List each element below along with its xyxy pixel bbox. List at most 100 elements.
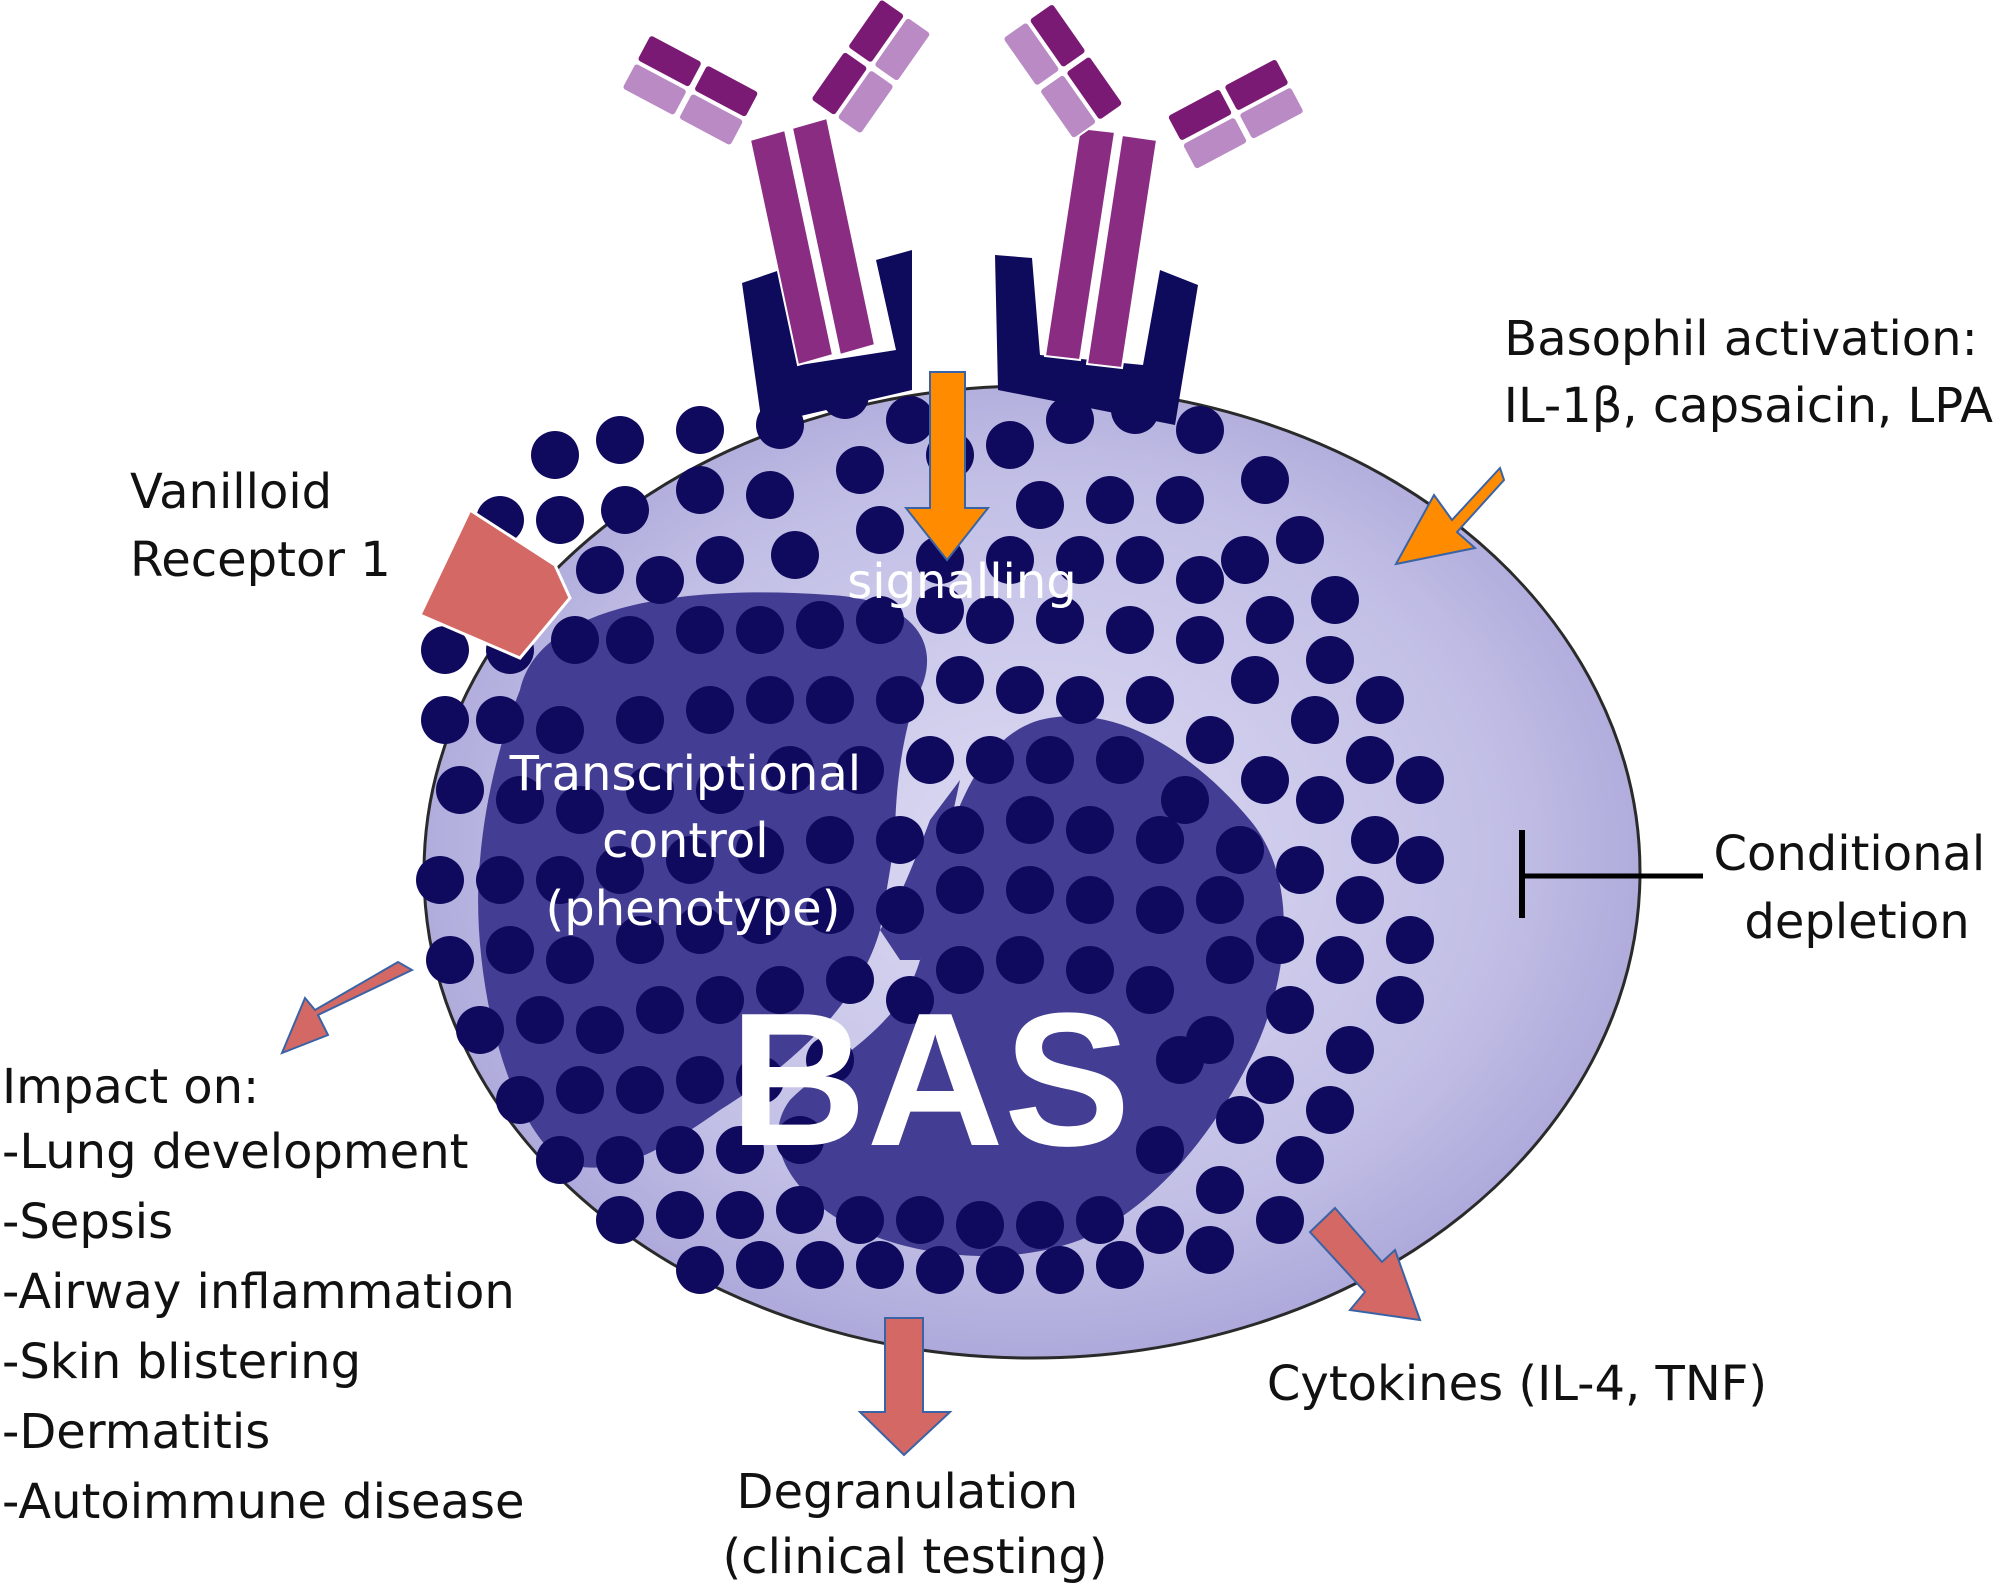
vanilloid-label: Vanilloid Receptor 1 [130,464,391,588]
granule [936,866,984,914]
granule [776,1186,824,1234]
granule [601,486,649,534]
granule [1221,536,1269,584]
granule [536,706,584,754]
impact-list: Impact on: -Lung development -Sepsis -Ai… [2,1059,530,1530]
granule [1306,1086,1354,1134]
granule [856,1241,904,1289]
granule [736,1241,784,1289]
granule [906,736,954,784]
granule [1016,481,1064,529]
granule [1346,736,1394,784]
ige-antibody-right [1002,3,1305,370]
granule [1161,776,1209,824]
granule [1056,676,1104,724]
granule [996,666,1044,714]
granule [421,626,469,674]
granule [576,546,624,594]
granule [1136,816,1184,864]
granule [676,906,724,954]
granule [436,766,484,814]
granule [1241,456,1289,504]
granule [1296,776,1344,824]
granule [596,1136,644,1184]
granule [1106,606,1154,654]
granule [876,816,924,864]
granule [1056,536,1104,584]
activation-label: Basophil activation: IL-1β, capsaicin, L… [1504,311,1993,434]
granule [796,601,844,649]
granule [426,936,474,984]
granule [766,746,814,794]
granule [536,496,584,544]
granule [1276,516,1324,564]
granule [1126,676,1174,724]
granule [1136,886,1184,934]
granule [771,531,819,579]
granule [476,696,524,744]
impact-arrow [280,960,415,1055]
granule [986,421,1034,469]
granule [666,836,714,884]
granule [616,916,664,964]
granule [1186,1226,1234,1274]
granule [1046,396,1094,444]
granule [916,586,964,634]
granule [1036,1246,1084,1294]
granule [676,466,724,514]
granule [1266,986,1314,1034]
granule [1096,1241,1144,1289]
granule [1216,1096,1264,1144]
granule [676,1056,724,1104]
granule [676,406,724,454]
granule [716,1126,764,1174]
granule [966,596,1014,644]
granule [606,616,654,664]
receptor-right [995,255,1198,425]
granule [736,1056,784,1104]
granule [1276,846,1324,894]
granule [456,1006,504,1054]
granule [576,1006,624,1054]
degranulation-label: Degranulation (clinical testing) [722,1464,1107,1585]
granule [1156,476,1204,524]
granule [1396,836,1444,884]
degranulation-arrow [857,1317,953,1457]
granule [1206,936,1254,984]
cytokines-arrow [1308,1206,1422,1322]
granule [476,856,524,904]
granule [686,686,734,734]
granule [836,446,884,494]
granule [1276,1136,1324,1184]
granule [936,656,984,704]
granule [1176,616,1224,664]
granule [496,776,544,824]
granule [1241,756,1289,804]
granule [746,676,794,724]
granule [1156,1036,1204,1084]
granule [756,966,804,1014]
granule [976,1246,1024,1294]
granule [736,826,784,874]
granule [676,606,724,654]
granule [1066,876,1114,924]
depletion-label: Conditional depletion [1713,826,2000,950]
granule [1216,826,1264,874]
granule [736,606,784,654]
granule [1126,966,1174,1014]
granule [1376,976,1424,1024]
granule [1356,676,1404,724]
granule [551,616,599,664]
granule [806,816,854,864]
granule [596,416,644,464]
transcription-label: Transcriptional control (phenotype) [509,746,877,937]
granule [656,1126,704,1174]
depletion-inhibitor [1519,830,1703,918]
granule [556,1066,604,1114]
cytokines-label: Cytokines (IL-4, TNF) [1267,1356,1767,1412]
granule [1006,866,1054,914]
granule [1386,916,1434,964]
granule [1176,556,1224,604]
granule [1246,596,1294,644]
signalling-label: signalling [847,554,1077,610]
